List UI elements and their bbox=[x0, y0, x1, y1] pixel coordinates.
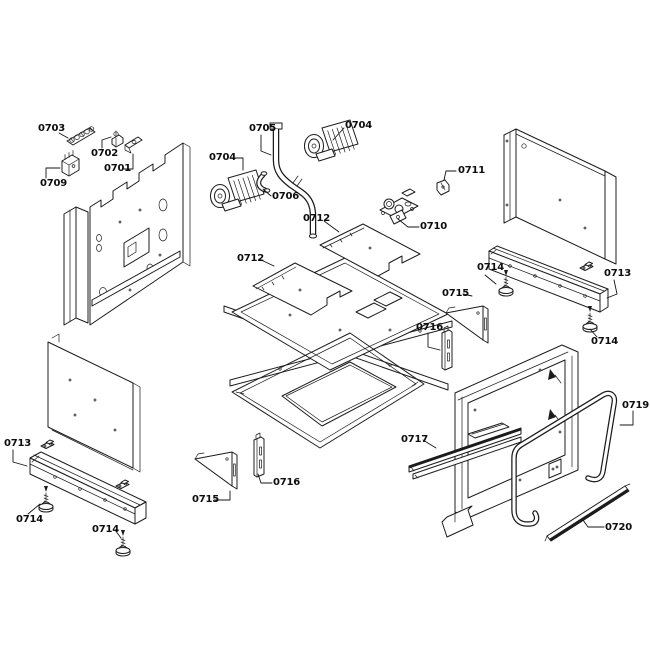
part-label-0704-right: 0704 bbox=[345, 120, 373, 131]
base-rail-0713-right bbox=[488, 245, 609, 313]
part-label-0712-upper: 0712 bbox=[303, 213, 331, 224]
part-label-0713-left: 0713 bbox=[4, 438, 32, 449]
strip-0716-right bbox=[441, 325, 453, 371]
part-label-0716-right: 0716 bbox=[416, 322, 444, 333]
part-label-0714-left-a: 0714 bbox=[16, 514, 44, 525]
cover-sheet-0712-lower bbox=[252, 262, 353, 316]
terminal-strip-0703 bbox=[66, 126, 96, 146]
part-label-0702: 0702 bbox=[91, 148, 119, 159]
left-side-panel bbox=[47, 333, 141, 473]
part-label-0703: 0703 bbox=[38, 123, 66, 134]
glass-frame bbox=[231, 332, 425, 449]
gusset-0715-bottom bbox=[194, 451, 238, 490]
part-label-0715-right: 0715 bbox=[442, 288, 470, 299]
part-label-0706: 0706 bbox=[272, 191, 300, 202]
clip-left-a bbox=[40, 439, 55, 449]
switch-block-0709 bbox=[61, 150, 80, 177]
hose-0706 bbox=[256, 171, 271, 193]
back-panel bbox=[63, 142, 191, 326]
part-label-0701: 0701 bbox=[104, 163, 132, 174]
vent-pipe-0705 bbox=[269, 122, 318, 239]
strip-0716-bottom bbox=[253, 432, 265, 478]
motor-0704-left bbox=[210, 169, 265, 212]
right-side-panel bbox=[503, 128, 617, 265]
part-label-0716-bottom: 0716 bbox=[273, 477, 301, 488]
part-label-0714-left-b: 0714 bbox=[92, 524, 120, 535]
part-label-0709: 0709 bbox=[40, 178, 68, 189]
cover-sheet-0712-upper bbox=[319, 223, 421, 277]
part-label-0719: 0719 bbox=[622, 400, 650, 411]
trim-strip-0720 bbox=[544, 483, 631, 542]
clip-0711 bbox=[436, 179, 450, 196]
part-label-0713-right: 0713 bbox=[604, 268, 632, 279]
trim-frame-0719 bbox=[511, 390, 618, 527]
part-label-0720: 0720 bbox=[605, 522, 633, 533]
part-label-0710: 0710 bbox=[420, 221, 448, 232]
clip-right bbox=[579, 261, 594, 271]
gas-valve-0710 bbox=[379, 188, 419, 225]
slide-rail-0717 bbox=[408, 422, 522, 480]
part-label-0714-right-b: 0714 bbox=[591, 336, 619, 347]
foot-0714-left-a bbox=[38, 485, 54, 513]
part-label-0712-lower: 0712 bbox=[237, 253, 265, 264]
part-label-0715-bottom: 0715 bbox=[192, 494, 220, 505]
part-label-0704-left: 0704 bbox=[209, 152, 237, 163]
leader-lines bbox=[12, 127, 634, 539]
bracket-plate-0701 bbox=[124, 136, 143, 154]
clip-left-b bbox=[115, 479, 130, 489]
part-label-0714-right-a: 0714 bbox=[477, 262, 505, 273]
part-label-0711: 0711 bbox=[458, 165, 486, 176]
clip-0702 bbox=[111, 130, 124, 148]
part-label-0705: 0705 bbox=[249, 123, 277, 134]
base-rail-0713-left bbox=[29, 451, 147, 525]
part-label-0717: 0717 bbox=[401, 434, 429, 445]
